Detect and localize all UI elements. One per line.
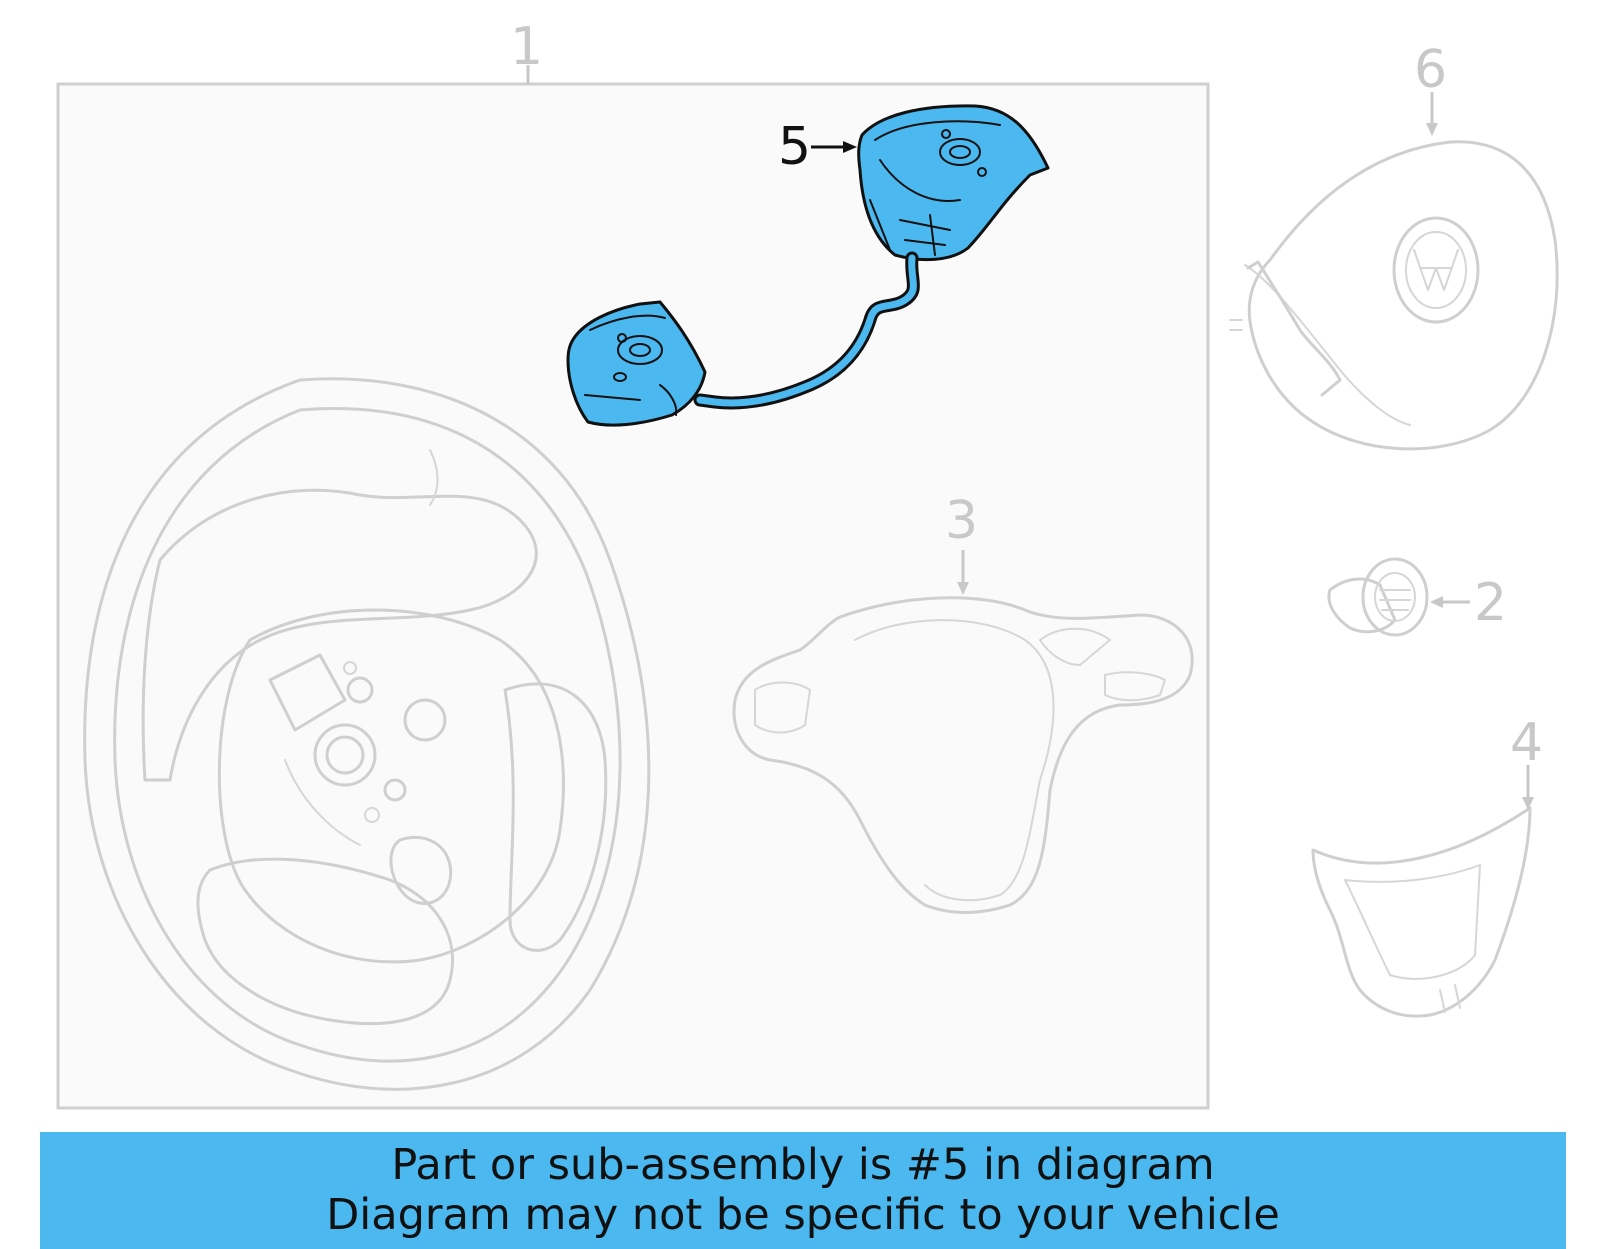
callout-5-arrowhead <box>843 141 857 153</box>
callout-5: 5 <box>778 117 811 177</box>
assembly-frame <box>56 82 1210 1110</box>
steering-wheel-drawing <box>83 377 651 1091</box>
disclaimer-line-2: Diagram may not be specific to your vehi… <box>326 1190 1280 1240</box>
callout-1: 1 <box>510 17 543 77</box>
connector-part-2 <box>1327 557 1429 637</box>
switch-assembly-part-5 <box>566 104 1050 427</box>
disclaimer-banner: Part or sub-assembly is #5 in diagram Di… <box>40 1132 1566 1249</box>
callout-2: 2 <box>1474 573 1507 633</box>
callout-4-arrowhead <box>1522 797 1534 810</box>
callout-3: 3 <box>945 491 978 551</box>
callout-2-arrowhead <box>1430 596 1443 608</box>
callout-4: 4 <box>1510 713 1543 773</box>
callout-6: 6 <box>1414 40 1447 100</box>
airbag-module-part-6 <box>1229 140 1559 451</box>
disclaimer-line-1: Part or sub-assembly is #5 in diagram <box>391 1140 1215 1190</box>
trim-cover-part-3 <box>732 596 1194 914</box>
lower-trim-part-4 <box>1311 806 1532 1018</box>
callout-6-arrowhead <box>1426 123 1438 136</box>
callout-3-arrowhead <box>957 582 969 595</box>
